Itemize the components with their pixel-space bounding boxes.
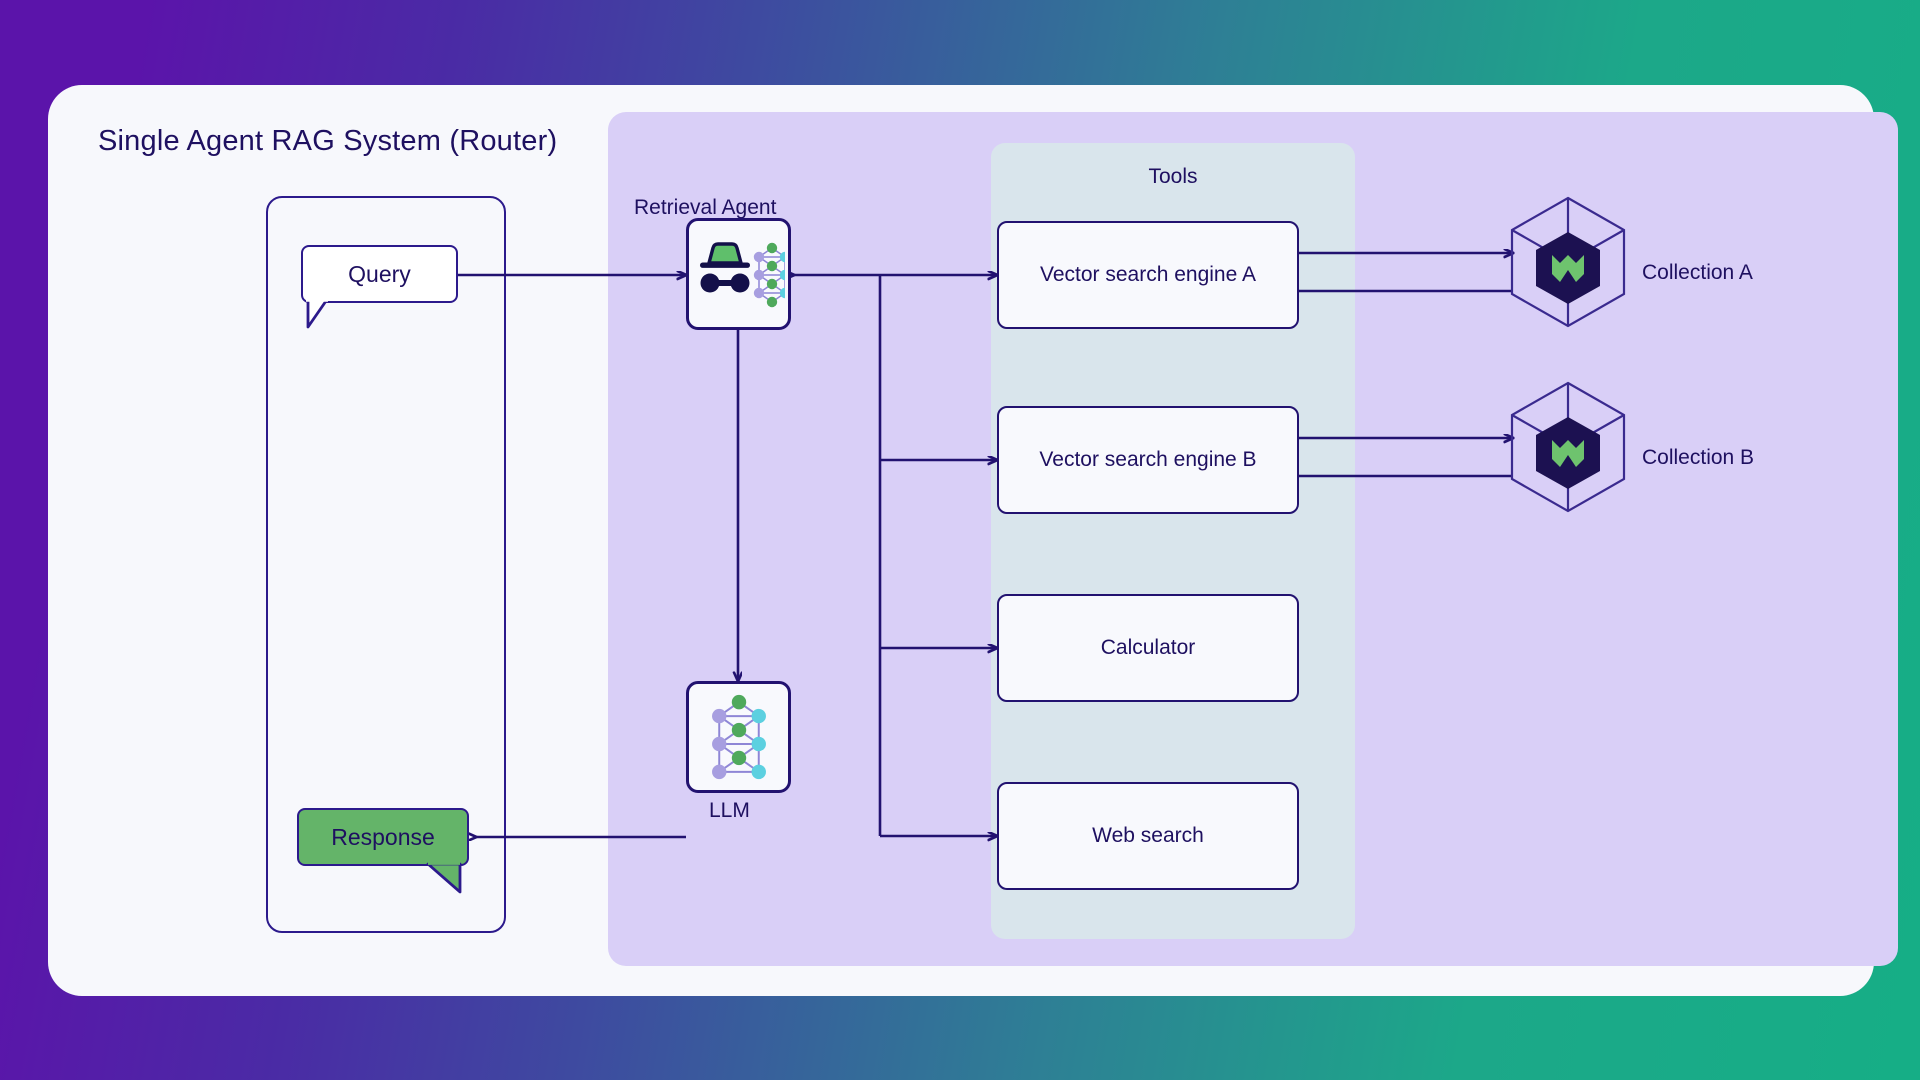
llm-label: LLM [709,799,750,822]
detective-neural-network-icon [699,242,785,308]
collection-b-label: Collection B [1642,446,1755,469]
response-bubble[interactable]: Response [297,808,469,866]
llm-node[interactable] [686,681,791,793]
weaviate-hexagon-icon [1510,196,1626,328]
tool-calculator[interactable]: Calculator [997,594,1299,702]
query-label: Query [348,260,411,287]
response-label: Response [331,823,435,850]
tool-vector-search-engine-a[interactable]: Vector search engine A [997,221,1299,329]
collection-a-node[interactable] [1507,195,1629,329]
retrieval-agent-label: Retrieval Agent [634,196,777,219]
tool-vector-search-engine-b[interactable]: Vector search engine B [997,406,1299,514]
tools-title: Tools [1148,165,1198,188]
neural-network-icon [711,694,766,780]
retrieval-agent-node[interactable] [686,218,791,330]
query-bubble[interactable]: Query [301,245,458,303]
collection-a-label: Collection A [1642,261,1753,284]
tool-label: Vector search engine A [1040,263,1256,286]
tool-label: Vector search engine B [1039,448,1257,471]
io-container [266,196,506,933]
response-bubble-tail [426,862,462,894]
tool-label: Calculator [1100,636,1196,659]
tool-label: Web search [1092,824,1204,847]
tool-web-search[interactable]: Web search [997,782,1299,890]
query-bubble-tail [306,299,328,329]
page-title: Single Agent RAG System (Router) [98,125,558,157]
diagram-card: Single Agent RAG System (Router) Tools [48,85,1898,996]
collection-b-node[interactable] [1507,380,1629,514]
weaviate-hexagon-icon [1510,381,1626,513]
